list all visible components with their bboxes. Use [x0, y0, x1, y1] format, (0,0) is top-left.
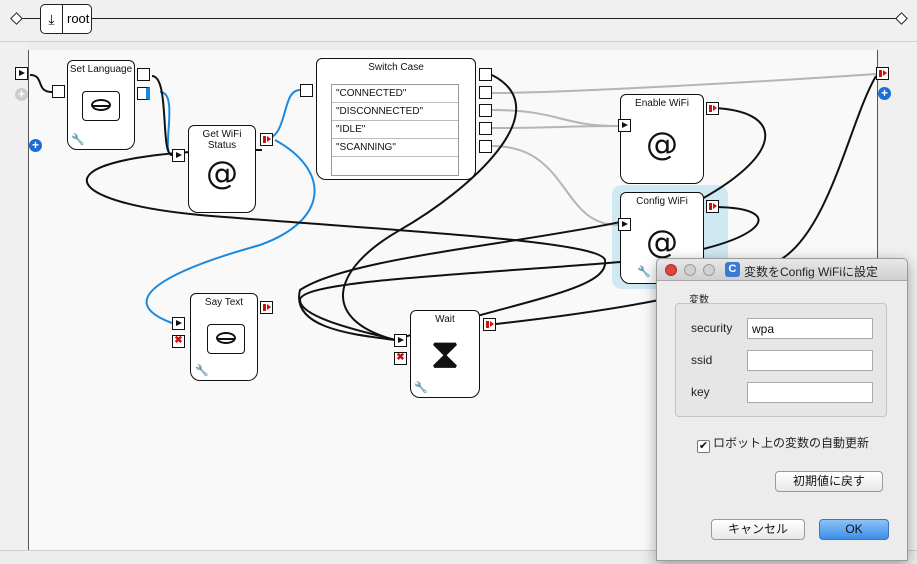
- switch-case-output-port[interactable]: [479, 122, 492, 135]
- add-input-icon[interactable]: +: [15, 88, 28, 101]
- breadcrumb-root-label: root: [67, 11, 90, 26]
- enable-wifi-input-port[interactable]: [618, 119, 631, 132]
- wire-config-to-wait: [298, 206, 760, 341]
- case-list: "CONNECTED" "DISCONNECTED" "IDLE" "SCANN…: [331, 84, 459, 176]
- auto-update-checkbox-row[interactable]: ✔ロボット上の変数の自動更新: [697, 434, 869, 453]
- breadcrumb-root[interactable]: ⤓ root: [40, 4, 92, 34]
- wire-language-out-to-status: [151, 75, 173, 156]
- wrench-icon[interactable]: 🔧: [195, 364, 209, 377]
- config-wifi-input-port[interactable]: [618, 218, 631, 231]
- add-output-icon[interactable]: +: [878, 87, 891, 100]
- zoom-window-icon[interactable]: [703, 264, 715, 276]
- hourglass-icon: ⧗: [430, 329, 460, 378]
- set-language-param-port[interactable]: [137, 87, 150, 100]
- config-wifi-output-port[interactable]: [706, 200, 719, 213]
- say-text-output-port[interactable]: [260, 301, 273, 314]
- switch-case-input-port[interactable]: [300, 84, 313, 97]
- speech-bubble-icon: [82, 91, 120, 121]
- case-row[interactable]: "DISCONNECTED": [332, 103, 458, 121]
- switch-case-output-port[interactable]: [479, 86, 492, 99]
- set-language-output-port[interactable]: [137, 68, 150, 81]
- wait-output-port[interactable]: [483, 318, 496, 331]
- set-language-input-port[interactable]: [52, 85, 65, 98]
- dialog-title: 変数をConfig WiFiに設定: [744, 265, 879, 279]
- set-variables-dialog: C 変数をConfig WiFiに設定 変数 security ssid key…: [656, 258, 908, 561]
- wire-enable-to-wait: [298, 107, 767, 341]
- key-label: key: [691, 385, 710, 399]
- box-get-wifi-status[interactable]: Get WiFi Status @: [188, 125, 256, 213]
- say-text-stop-port[interactable]: ✖: [172, 335, 185, 348]
- ok-button[interactable]: OK: [819, 519, 889, 540]
- breadcrumb-bar: ⤓ root: [0, 0, 917, 42]
- box-wait[interactable]: Wait ⧗ 🔧: [410, 310, 480, 398]
- say-text-input-port[interactable]: [172, 317, 185, 330]
- add-parameter-icon[interactable]: +: [29, 139, 42, 152]
- case-row[interactable]: "IDLE": [332, 121, 458, 139]
- get-wifi-status-input-port[interactable]: [172, 149, 185, 162]
- wire-case-disconnected: [491, 109, 619, 127]
- reset-defaults-button[interactable]: 初期値に戻す: [775, 471, 883, 492]
- auto-update-label: ロボット上の変数の自動更新: [713, 436, 870, 450]
- wire-case-scanning: [491, 145, 619, 226]
- wire-switch-to-wait: [341, 74, 518, 341]
- at-sign-icon: @: [646, 125, 678, 163]
- close-window-icon[interactable]: [665, 264, 677, 276]
- box-title: Enable WiFi: [635, 98, 689, 109]
- wire-status-to-say: [145, 139, 316, 324]
- ssid-field[interactable]: [747, 350, 873, 371]
- box-say-text[interactable]: Say Text 🔧: [190, 293, 258, 381]
- wire-case-connected: [491, 73, 877, 94]
- key-field[interactable]: [747, 382, 873, 403]
- switch-case-output-port[interactable]: [479, 68, 492, 81]
- wrench-icon[interactable]: 🔧: [637, 265, 651, 278]
- case-row[interactable]: "CONNECTED": [332, 85, 458, 103]
- box-title: Wait: [435, 314, 455, 325]
- box-switch-case[interactable]: Switch Case "CONNECTED" "DISCONNECTED" "…: [316, 58, 476, 180]
- auto-update-checkbox[interactable]: ✔: [697, 440, 710, 453]
- at-sign-icon: @: [646, 223, 678, 261]
- cancel-button[interactable]: キャンセル: [711, 519, 805, 540]
- left-margin: [0, 42, 28, 564]
- enable-wifi-output-port[interactable]: [706, 102, 719, 115]
- box-set-language[interactable]: Set Language 🔧: [67, 60, 135, 150]
- ssid-label: ssid: [691, 353, 713, 367]
- case-row[interactable]: [332, 157, 458, 175]
- at-sign-icon: @: [206, 154, 238, 192]
- wrench-icon[interactable]: 🔧: [414, 381, 428, 394]
- wrench-icon[interactable]: 🔧: [71, 133, 85, 146]
- down-arrow-icon: ⤓: [41, 5, 63, 33]
- wire-status-loop: [85, 149, 607, 341]
- box-title: Say Text: [204, 297, 244, 308]
- wire-start-to-language: [29, 74, 53, 93]
- box-title: Set Language: [69, 64, 133, 75]
- security-field[interactable]: [747, 318, 873, 339]
- switch-case-output-port[interactable]: [479, 140, 492, 153]
- get-wifi-status-output-port[interactable]: [260, 133, 273, 146]
- box-title: Switch Case: [368, 62, 424, 73]
- breadcrumb-line: [16, 18, 901, 19]
- box-enable-wifi[interactable]: Enable WiFi @: [620, 94, 704, 184]
- wait-stop-port[interactable]: ✖: [394, 352, 407, 365]
- minimize-window-icon[interactable]: [684, 264, 696, 276]
- dialog-titlebar[interactable]: C 変数をConfig WiFiに設定: [657, 259, 907, 281]
- app-icon: C: [725, 262, 740, 277]
- box-title: Config WiFi: [636, 196, 688, 207]
- variables-group-label: 変数: [689, 295, 709, 306]
- security-label: security: [691, 321, 733, 335]
- wait-input-port[interactable]: [394, 334, 407, 347]
- speech-bubble-icon: [207, 324, 245, 354]
- box-title: Get WiFi Status: [202, 129, 242, 151]
- switch-case-output-port[interactable]: [479, 104, 492, 117]
- diagram-output-port[interactable]: [876, 67, 889, 80]
- case-row[interactable]: "SCANNING": [332, 139, 458, 157]
- diagram-input-port[interactable]: [15, 67, 28, 80]
